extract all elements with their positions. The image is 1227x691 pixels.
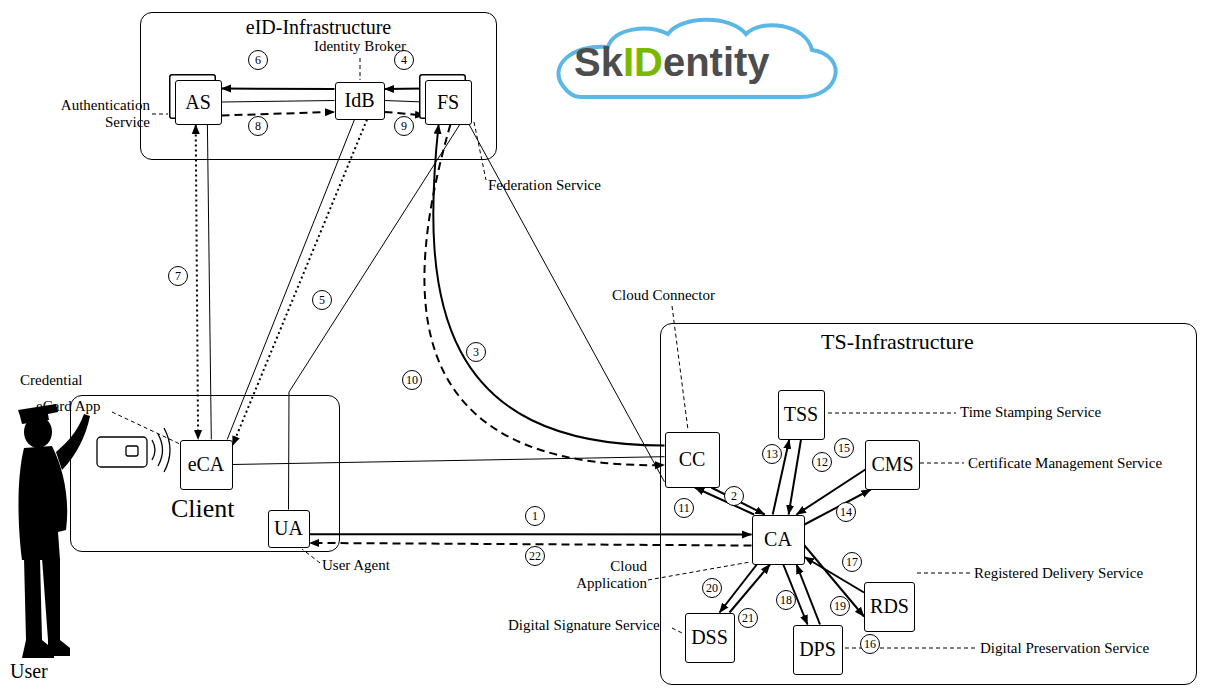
component-name: Authentication Service <box>48 97 150 132</box>
callout-number: 17 <box>842 552 862 572</box>
callout-number: 11 <box>674 498 694 518</box>
message-arrow <box>433 125 664 446</box>
region-title: Client <box>171 494 235 524</box>
message-arrow <box>789 440 801 515</box>
service-box: CC <box>665 432 720 488</box>
callout-number: 1 <box>525 506 545 526</box>
component-name: Cloud Connector <box>612 287 715 304</box>
component-name: Certificate Management Service <box>968 455 1162 472</box>
message-arrow <box>310 533 752 535</box>
service-box: IdB <box>335 82 385 120</box>
logo: SkIDentity <box>574 40 770 85</box>
callout-number: 7 <box>168 266 188 286</box>
callout-number: 6 <box>248 50 268 70</box>
component-name: User <box>10 660 48 683</box>
service-box: CMS <box>865 440 919 490</box>
logo-text: ID <box>623 40 663 85</box>
box-label: eCA <box>188 453 225 476</box>
service-box: eCA <box>180 440 233 490</box>
message-arrow <box>310 543 752 546</box>
region-title: eID-Infrastructure <box>141 16 496 39</box>
component-name: Cloud Application <box>555 558 647 593</box>
callout-number: 20 <box>702 578 722 598</box>
callout-number: 5 <box>312 290 332 310</box>
callout-number: 10 <box>402 370 422 390</box>
interface-line <box>385 101 425 103</box>
interface-line <box>207 125 211 440</box>
service-box: TSS <box>778 390 825 440</box>
message-arrow <box>797 565 821 625</box>
box-label: RDS <box>870 595 909 618</box>
logo-text: Sk <box>574 40 623 85</box>
service-box: UA <box>268 510 310 548</box>
service-box: RDS <box>864 582 915 632</box>
interface-line <box>469 125 664 482</box>
interface-line <box>227 120 354 440</box>
component-name: Digital Signature Service <box>508 617 660 634</box>
callout-number: 9 <box>394 116 414 136</box>
callout-number: 19 <box>830 596 850 616</box>
callout-number: 14 <box>836 502 856 522</box>
box-label: CA <box>764 528 792 551</box>
box-label: CMS <box>871 453 913 476</box>
component-name: Credential <box>20 372 82 389</box>
message-arrow <box>385 88 425 91</box>
callout-number: 12 <box>812 452 832 472</box>
service-box: DSS <box>685 613 735 663</box>
box-label: TSS <box>784 403 818 426</box>
region-title: TS-Infrastructure <box>821 329 974 355</box>
callout-number: 22 <box>525 546 545 566</box>
callout-number: 2 <box>724 486 744 506</box>
callout-number: 21 <box>738 608 758 628</box>
leader-lines <box>112 58 976 648</box>
callout-number: 8 <box>248 116 268 136</box>
box-label: FS <box>437 91 459 114</box>
interface-line <box>222 101 335 103</box>
box-label: DSS <box>691 626 728 649</box>
component-name: Digital Preservation Service <box>980 640 1149 657</box>
message-arrow <box>730 565 771 613</box>
message-arrow <box>720 565 757 613</box>
message-arrow <box>233 120 368 446</box>
user-figure <box>18 404 90 658</box>
interface-line <box>289 125 460 510</box>
callout-number: 13 <box>762 444 782 464</box>
callout-number: 16 <box>860 634 880 654</box>
infrastructure-region: TS-InfrastructureCC TSS CMS CA RDS DSS DPS <box>660 323 1197 685</box>
infrastructure-region: Client eCA UA <box>70 395 340 552</box>
box-label: CC <box>679 448 706 471</box>
service-box: FS <box>425 80 472 125</box>
service-box: CA <box>752 515 805 565</box>
cloud-outline <box>558 20 835 97</box>
service-box: DPS <box>793 625 843 675</box>
message-arrow <box>222 112 335 116</box>
service-box: AS <box>175 80 222 125</box>
component-name: eCard App <box>36 398 101 415</box>
component-name: Registered Delivery Service <box>974 565 1143 582</box>
infrastructure-region: eID-InfrastructureAS IdB FS <box>140 12 497 160</box>
logo-text: entity <box>663 40 770 85</box>
callout-number: 3 <box>466 342 486 362</box>
interface-line <box>233 457 665 465</box>
component-name: Time Stamping Service <box>960 404 1101 421</box>
box-label: UA <box>274 517 303 540</box>
callout-number: 18 <box>776 590 796 610</box>
callout-number: 4 <box>394 50 414 70</box>
box-label: IdB <box>345 89 375 112</box>
message-arrow <box>196 125 198 440</box>
message-arrow <box>805 490 871 525</box>
box-label: DPS <box>799 638 836 661</box>
message-arrow <box>385 112 425 116</box>
callout-number: 15 <box>834 438 854 458</box>
component-name: User Agent <box>322 557 390 574</box>
box-label: AS <box>185 91 211 114</box>
component-name: Identity Broker <box>312 38 408 55</box>
component-name: Federation Service <box>488 177 601 194</box>
message-arrow <box>222 88 335 91</box>
